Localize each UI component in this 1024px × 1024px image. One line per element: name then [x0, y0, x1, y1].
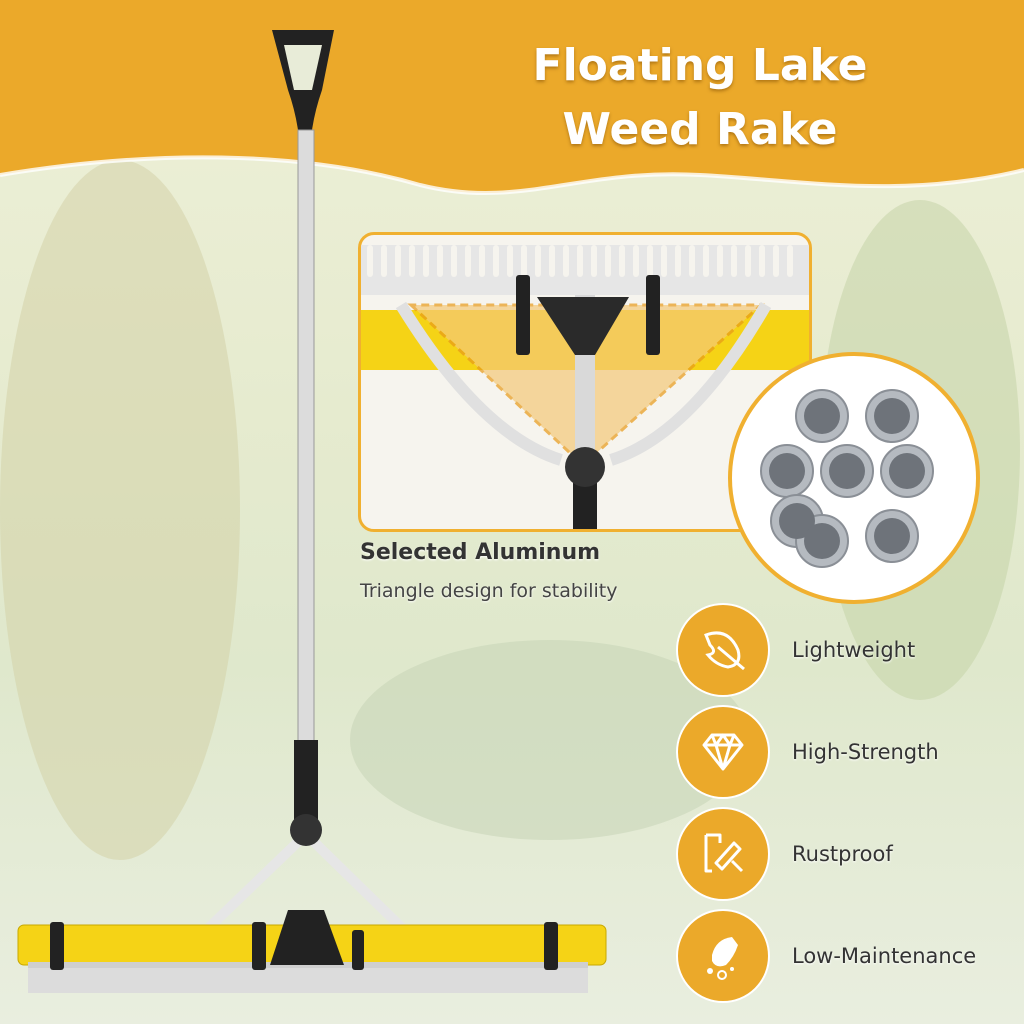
- rake-tooth-gap: [549, 245, 555, 277]
- rake-product-image: [17, 30, 607, 993]
- rake-tooth-gap: [773, 245, 779, 277]
- rake-tooth-gap: [437, 245, 443, 277]
- title-line-1: Floating Lake: [532, 40, 868, 91]
- rake-tooth-gap: [451, 245, 457, 277]
- rake-tooth-gap: [465, 245, 471, 277]
- rake-tooth-gap: [507, 245, 513, 277]
- rake-tooth-gap: [591, 245, 597, 277]
- rake-tooth-gap: [367, 245, 373, 277]
- rake-tooth-gap: [647, 245, 653, 277]
- rake-tooth-gap: [479, 245, 485, 277]
- feature-rustproof: Rustproof: [676, 807, 1016, 901]
- rake-tooth-gap: [717, 245, 723, 277]
- header-banner: Floating Lake Weed Rake: [0, 0, 1024, 230]
- detail-subheading: Triangle design for stability: [360, 580, 618, 602]
- rake-tooth-gap: [577, 245, 583, 277]
- rake-tooth-gap: [493, 245, 499, 277]
- rake-tooth-gap: [563, 245, 569, 277]
- feature-label: Lightweight: [792, 638, 916, 662]
- detail-heading: Selected Aluminum: [360, 540, 601, 565]
- rake-tooth-gap: [535, 245, 541, 277]
- feature-low-maintenance: Low-Maintenance: [676, 909, 1016, 1003]
- rake-tooth-gap: [521, 245, 527, 277]
- background-tree: [0, 160, 240, 860]
- header-wave: [0, 0, 1024, 196]
- rake-tooth-gap: [745, 245, 751, 277]
- rake-tooth-gap: [787, 245, 793, 277]
- rake-tooth-gap: [703, 245, 709, 277]
- rake-tooth-gap: [409, 245, 415, 277]
- rake-tooth-gap: [689, 245, 695, 277]
- rake-tooth-gap: [661, 245, 667, 277]
- aluminum-tubes-image: [728, 352, 980, 604]
- paint-roller-icon: [676, 807, 770, 901]
- glove-cleaning-icon: [676, 909, 770, 1003]
- rake-tooth-gap: [423, 245, 429, 277]
- rake-tooth-gap: [633, 245, 639, 277]
- rake-tooth-gap: [605, 245, 611, 277]
- rake-tooth-gap: [759, 245, 765, 277]
- feather-icon: [676, 603, 770, 697]
- feature-lightweight: Lightweight: [676, 603, 1016, 697]
- rake-tooth-gap: [381, 245, 387, 277]
- rake-tooth-gap: [619, 245, 625, 277]
- feature-high-strength: High-Strength: [676, 705, 1016, 799]
- rake-tooth-gap: [731, 245, 737, 277]
- title-line-2: Weed Rake: [562, 104, 838, 155]
- diamond-icon: [676, 705, 770, 799]
- feature-label: Rustproof: [792, 842, 893, 866]
- feature-label: Low-Maintenance: [792, 944, 977, 968]
- rake-tooth-gap: [675, 245, 681, 277]
- feature-label: High-Strength: [792, 740, 939, 764]
- rake-tooth-gap: [395, 245, 401, 277]
